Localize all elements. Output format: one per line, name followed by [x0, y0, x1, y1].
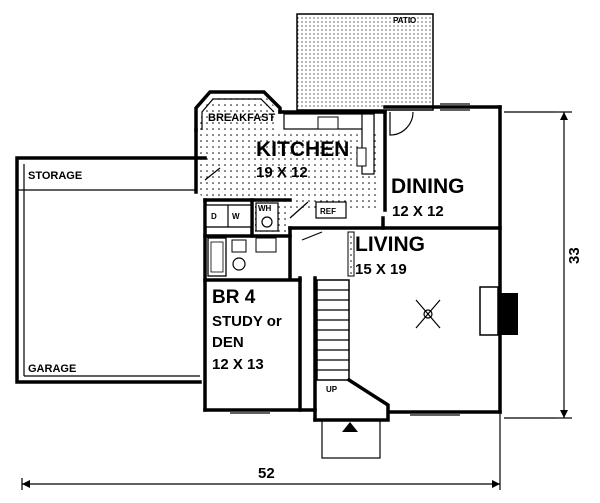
breakfast-label: BREAKFAST [208, 112, 276, 124]
living-label: LIVING [355, 233, 425, 256]
br4-size: 12 X 13 [212, 356, 264, 373]
garage-label: GARAGE [28, 363, 76, 375]
doors [204, 111, 414, 241]
railing [347, 231, 355, 277]
fireplace [479, 286, 518, 336]
width-dimension-label: 52 [258, 465, 275, 482]
dishwasher-d-label: D [211, 212, 217, 221]
washer-label: WH [258, 204, 272, 213]
br4-label: BR 4 [212, 287, 256, 308]
refrigerator [315, 201, 347, 219]
ceiling-fan-icon [415, 299, 441, 329]
patio-label: PATIO [393, 16, 416, 25]
staircase [313, 279, 390, 459]
living-size: 15 X 19 [355, 261, 407, 278]
kitchen-counters [283, 113, 375, 175]
dimension-depth [504, 111, 572, 419]
refrigerator-label: REF [320, 207, 336, 216]
stair-up-label: UP [326, 385, 338, 394]
dishwasher [205, 204, 252, 228]
interior-walls [203, 110, 502, 422]
storage-label: STORAGE [28, 170, 82, 182]
dishwasher-w-label: W [232, 212, 240, 221]
dining-size: 12 X 12 [392, 203, 444, 220]
exterior-walls [194, 105, 502, 414]
depth-dimension-label: 33 [566, 247, 583, 264]
garage [15, 156, 207, 384]
kitchen-label: KITCHEN [256, 138, 349, 161]
dining-label: DINING [391, 175, 465, 198]
kitchen-size: 19 X 12 [256, 164, 308, 181]
br4-alt1: STUDY or [212, 313, 282, 330]
bathroom [207, 237, 277, 277]
patio-area [296, 13, 434, 111]
windows [230, 103, 501, 416]
breakfast-bay [194, 90, 282, 132]
br4-alt2: DEN [212, 334, 244, 351]
washer [255, 202, 279, 232]
dimension-width [21, 414, 501, 490]
